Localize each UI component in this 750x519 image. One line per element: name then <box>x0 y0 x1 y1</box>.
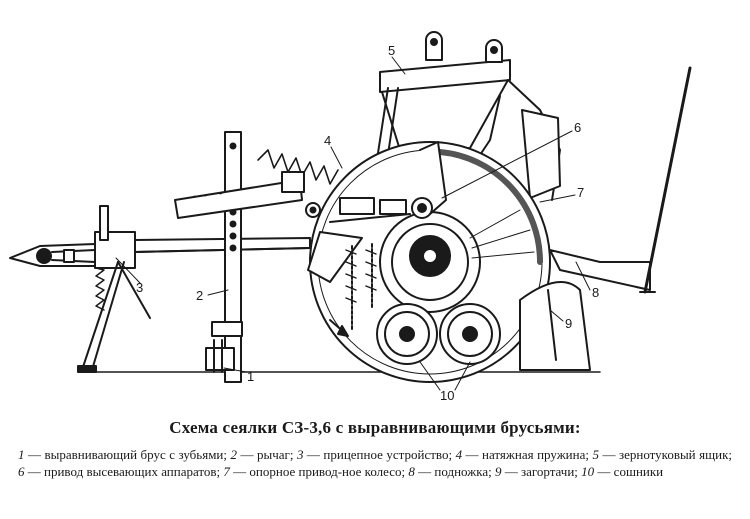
callout-8: 8 <box>592 285 599 300</box>
legend-item-text: — прицепное устройство; <box>303 447 456 462</box>
callout-4: 4 <box>324 133 331 148</box>
legend-item-text: — рычаг; <box>236 447 297 462</box>
legend-item-number: 2 <box>230 447 237 462</box>
seed-hopper <box>371 31 561 201</box>
hitch-device <box>9 205 311 269</box>
legend-item: 5 — зернотуковый ящик; <box>592 447 732 462</box>
legend-item-number: 10 <box>581 464 595 479</box>
legend-item-text: — натяжная пружина; <box>462 447 593 462</box>
callout-3: 3 <box>136 280 143 295</box>
legend-item-number: 1 <box>18 447 25 462</box>
leveling-bar <box>205 321 243 373</box>
callout-6: 6 <box>574 120 581 135</box>
seeding-drive <box>329 141 447 223</box>
legend-item-number: 7 <box>223 464 230 479</box>
legend-item: 6 — привод высевающих аппаратов; <box>18 464 223 479</box>
covering-tines <box>519 281 591 371</box>
legend-item-text: — сошники <box>594 464 664 479</box>
legend-item-text: — выравнивающий брус с зубьями; <box>24 447 231 462</box>
legend-item-number: 5 <box>592 447 599 462</box>
legend-item-number: 4 <box>455 447 463 462</box>
callout-9: 9 <box>565 316 572 331</box>
legend-item: 9 — загортачи; <box>495 464 581 479</box>
figure-legend: 1 — выравнивающий брус с зубьями; 2 — ры… <box>18 446 732 480</box>
legend-item: 10 — сошники <box>581 464 663 479</box>
legend-item: 8 — подножка; <box>408 464 495 479</box>
lever <box>224 131 242 383</box>
callout-5: 5 <box>388 43 395 58</box>
callout-10: 10 <box>440 388 454 400</box>
legend-item-number: 8 <box>408 464 415 479</box>
figure-caption-title: Схема сеялки СЗ-3,6 с выравнивающими бру… <box>169 418 581 437</box>
tension-spring <box>174 149 339 219</box>
callout-1: 1 <box>247 369 254 384</box>
legend-item-text: — загортачи; <box>501 464 582 479</box>
openers <box>376 303 501 365</box>
legend-item: 1 — выравнивающий брус с зубьями; <box>18 447 230 462</box>
legend-item-number: 3 <box>296 447 304 462</box>
legend-item: 2 — рычаг; <box>230 447 296 462</box>
callout-7: 7 <box>577 185 584 200</box>
legend-item-text: — привод высевающих аппаратов; <box>24 464 224 479</box>
legend-item: 7 — опорное привод-ное колесо; <box>223 464 408 479</box>
legend-item: 4 — натяжная пружина; <box>456 447 593 462</box>
callouts: 1 2 3 4 5 6 7 8 9 10 <box>136 43 599 400</box>
legend-item-text: — подножка; <box>414 464 495 479</box>
legend-item-number: 9 <box>494 464 502 479</box>
callout-leaders <box>115 56 591 391</box>
coulter-assembly <box>307 231 377 331</box>
footboard <box>549 66 692 294</box>
legend-item-text: — опорное привод-ное колесо; <box>229 464 409 479</box>
legend-item-number: 6 <box>18 464 25 479</box>
legend-item: 3 — прицепное устройство; <box>297 447 456 462</box>
callout-2: 2 <box>196 288 203 303</box>
legend-item-text: — зернотуковый ящик; <box>598 447 733 462</box>
seeder-diagram: 1 2 3 4 5 6 7 8 9 10 <box>9 31 692 400</box>
leveling-bar-front <box>77 261 151 373</box>
